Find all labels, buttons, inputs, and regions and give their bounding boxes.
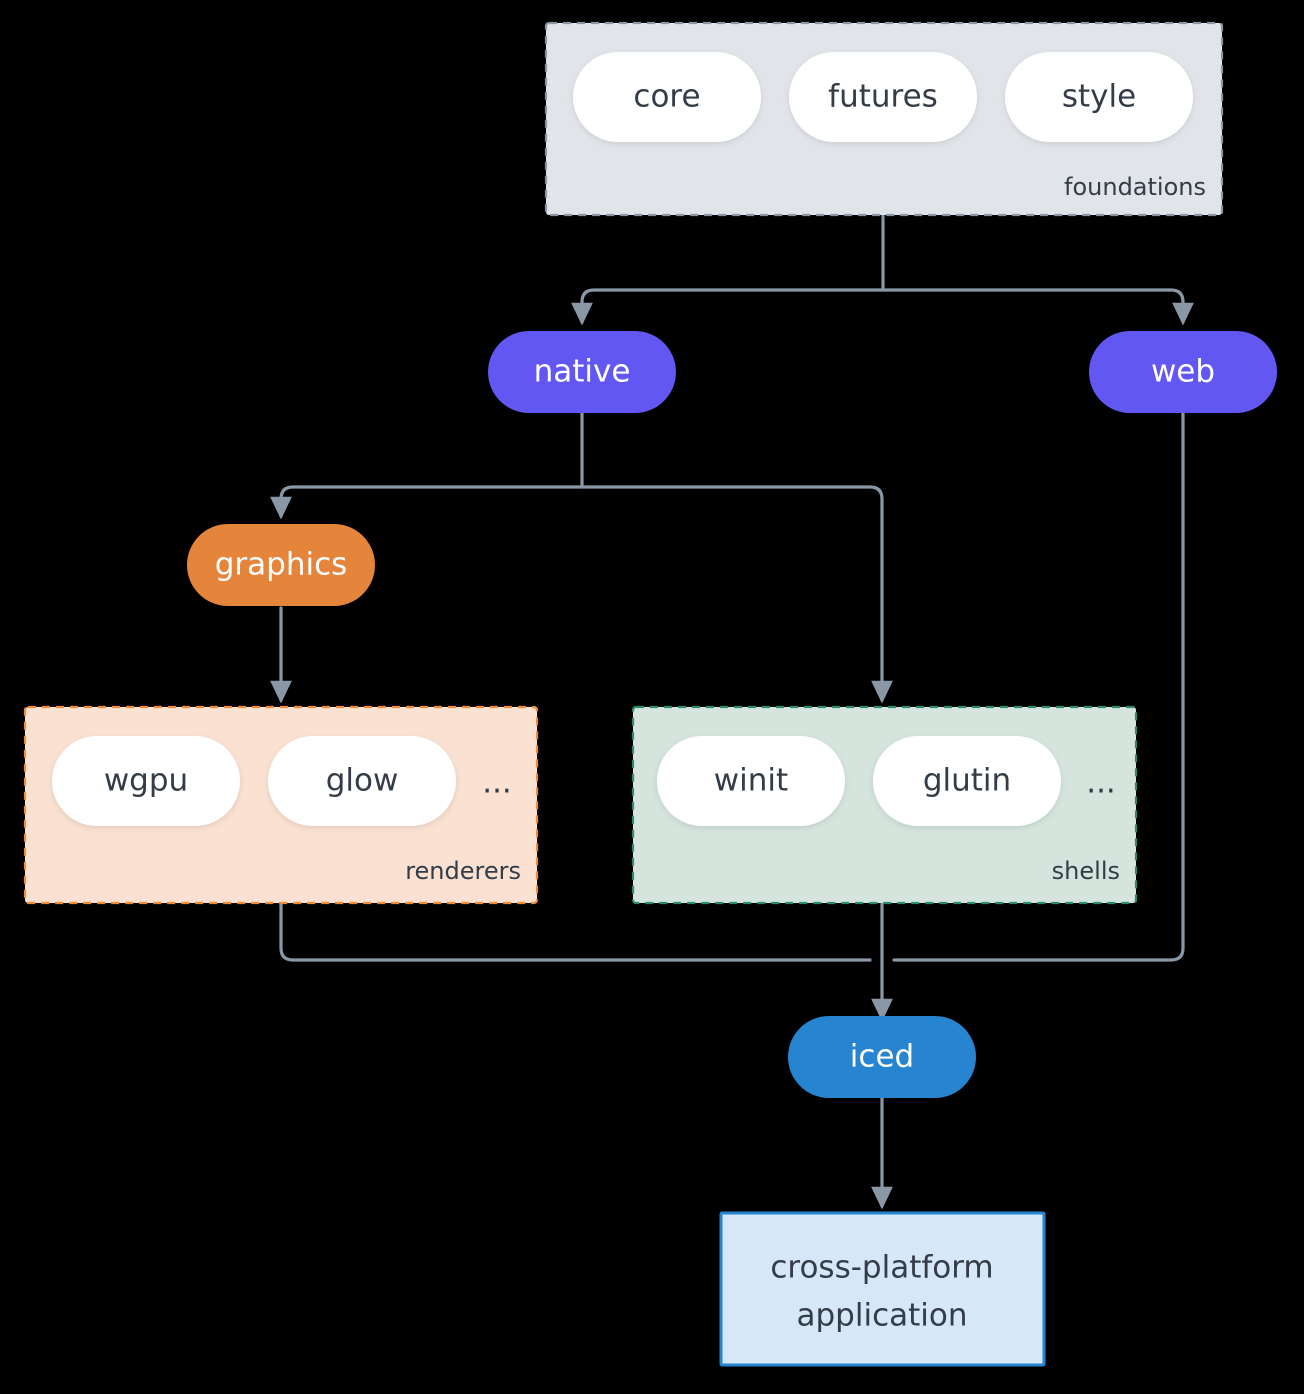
pill-style[interactable] [1005, 52, 1193, 142]
edge-native-to-graphics [270, 485, 584, 520]
node-web-shape[interactable] [1089, 331, 1277, 413]
node-graphics-shape[interactable] [187, 524, 375, 606]
edge-foundations-to-web [881, 288, 1194, 326]
group-shells-label: shells [1052, 857, 1120, 885]
node-iced-label: iced [850, 1039, 914, 1075]
pill-glutin[interactable] [873, 736, 1061, 826]
pill-wgpu[interactable] [52, 736, 240, 826]
node-native[interactable]: native [488, 331, 676, 413]
node-application-label-line1: cross-platform [770, 1250, 993, 1286]
group-shells: winit glutin ... shells [631, 705, 1138, 905]
group-renderers: wgpu glow ... renderers [23, 705, 539, 905]
node-native-shape[interactable] [488, 331, 676, 413]
edge-web-to-iced [892, 410, 1185, 962]
node-graphics[interactable]: graphics [187, 524, 375, 606]
node-web-label: web [1151, 354, 1215, 390]
group-foundations-label: foundations [1064, 173, 1206, 201]
pill-futures-label: futures [828, 79, 938, 115]
node-application[interactable]: cross-platform application [719, 1211, 1046, 1367]
group-foundations: core futures style foundations [544, 21, 1224, 217]
pill-glow-label: glow [326, 763, 399, 799]
node-native-label: native [534, 354, 631, 390]
pill-core[interactable] [573, 52, 761, 142]
edge-renderers-to-iced [279, 902, 872, 962]
shells-ellipsis: ... [1086, 765, 1116, 801]
group-renderers-label: renderers [405, 857, 521, 885]
edge-layer [270, 214, 1194, 1210]
pill-style-label: style [1062, 79, 1136, 115]
node-application-label-line2: application [797, 1298, 968, 1334]
node-iced-shape[interactable] [788, 1016, 976, 1098]
pill-wgpu-label: wgpu [104, 763, 188, 799]
pill-glow[interactable] [268, 736, 456, 826]
pill-winit[interactable] [657, 736, 845, 826]
pill-futures[interactable] [789, 52, 977, 142]
edge-native-to-shells [580, 485, 893, 704]
pill-glutin-label: glutin [923, 763, 1011, 799]
renderers-ellipsis: ... [482, 765, 512, 801]
edge-foundations-to-native [571, 288, 885, 326]
node-iced[interactable]: iced [788, 1016, 976, 1098]
node-graphics-label: graphics [215, 547, 348, 583]
pill-winit-label: winit [714, 763, 788, 799]
pill-core-label: core [633, 79, 700, 115]
node-application-shape[interactable] [719, 1211, 1046, 1367]
node-web[interactable]: web [1089, 331, 1277, 413]
